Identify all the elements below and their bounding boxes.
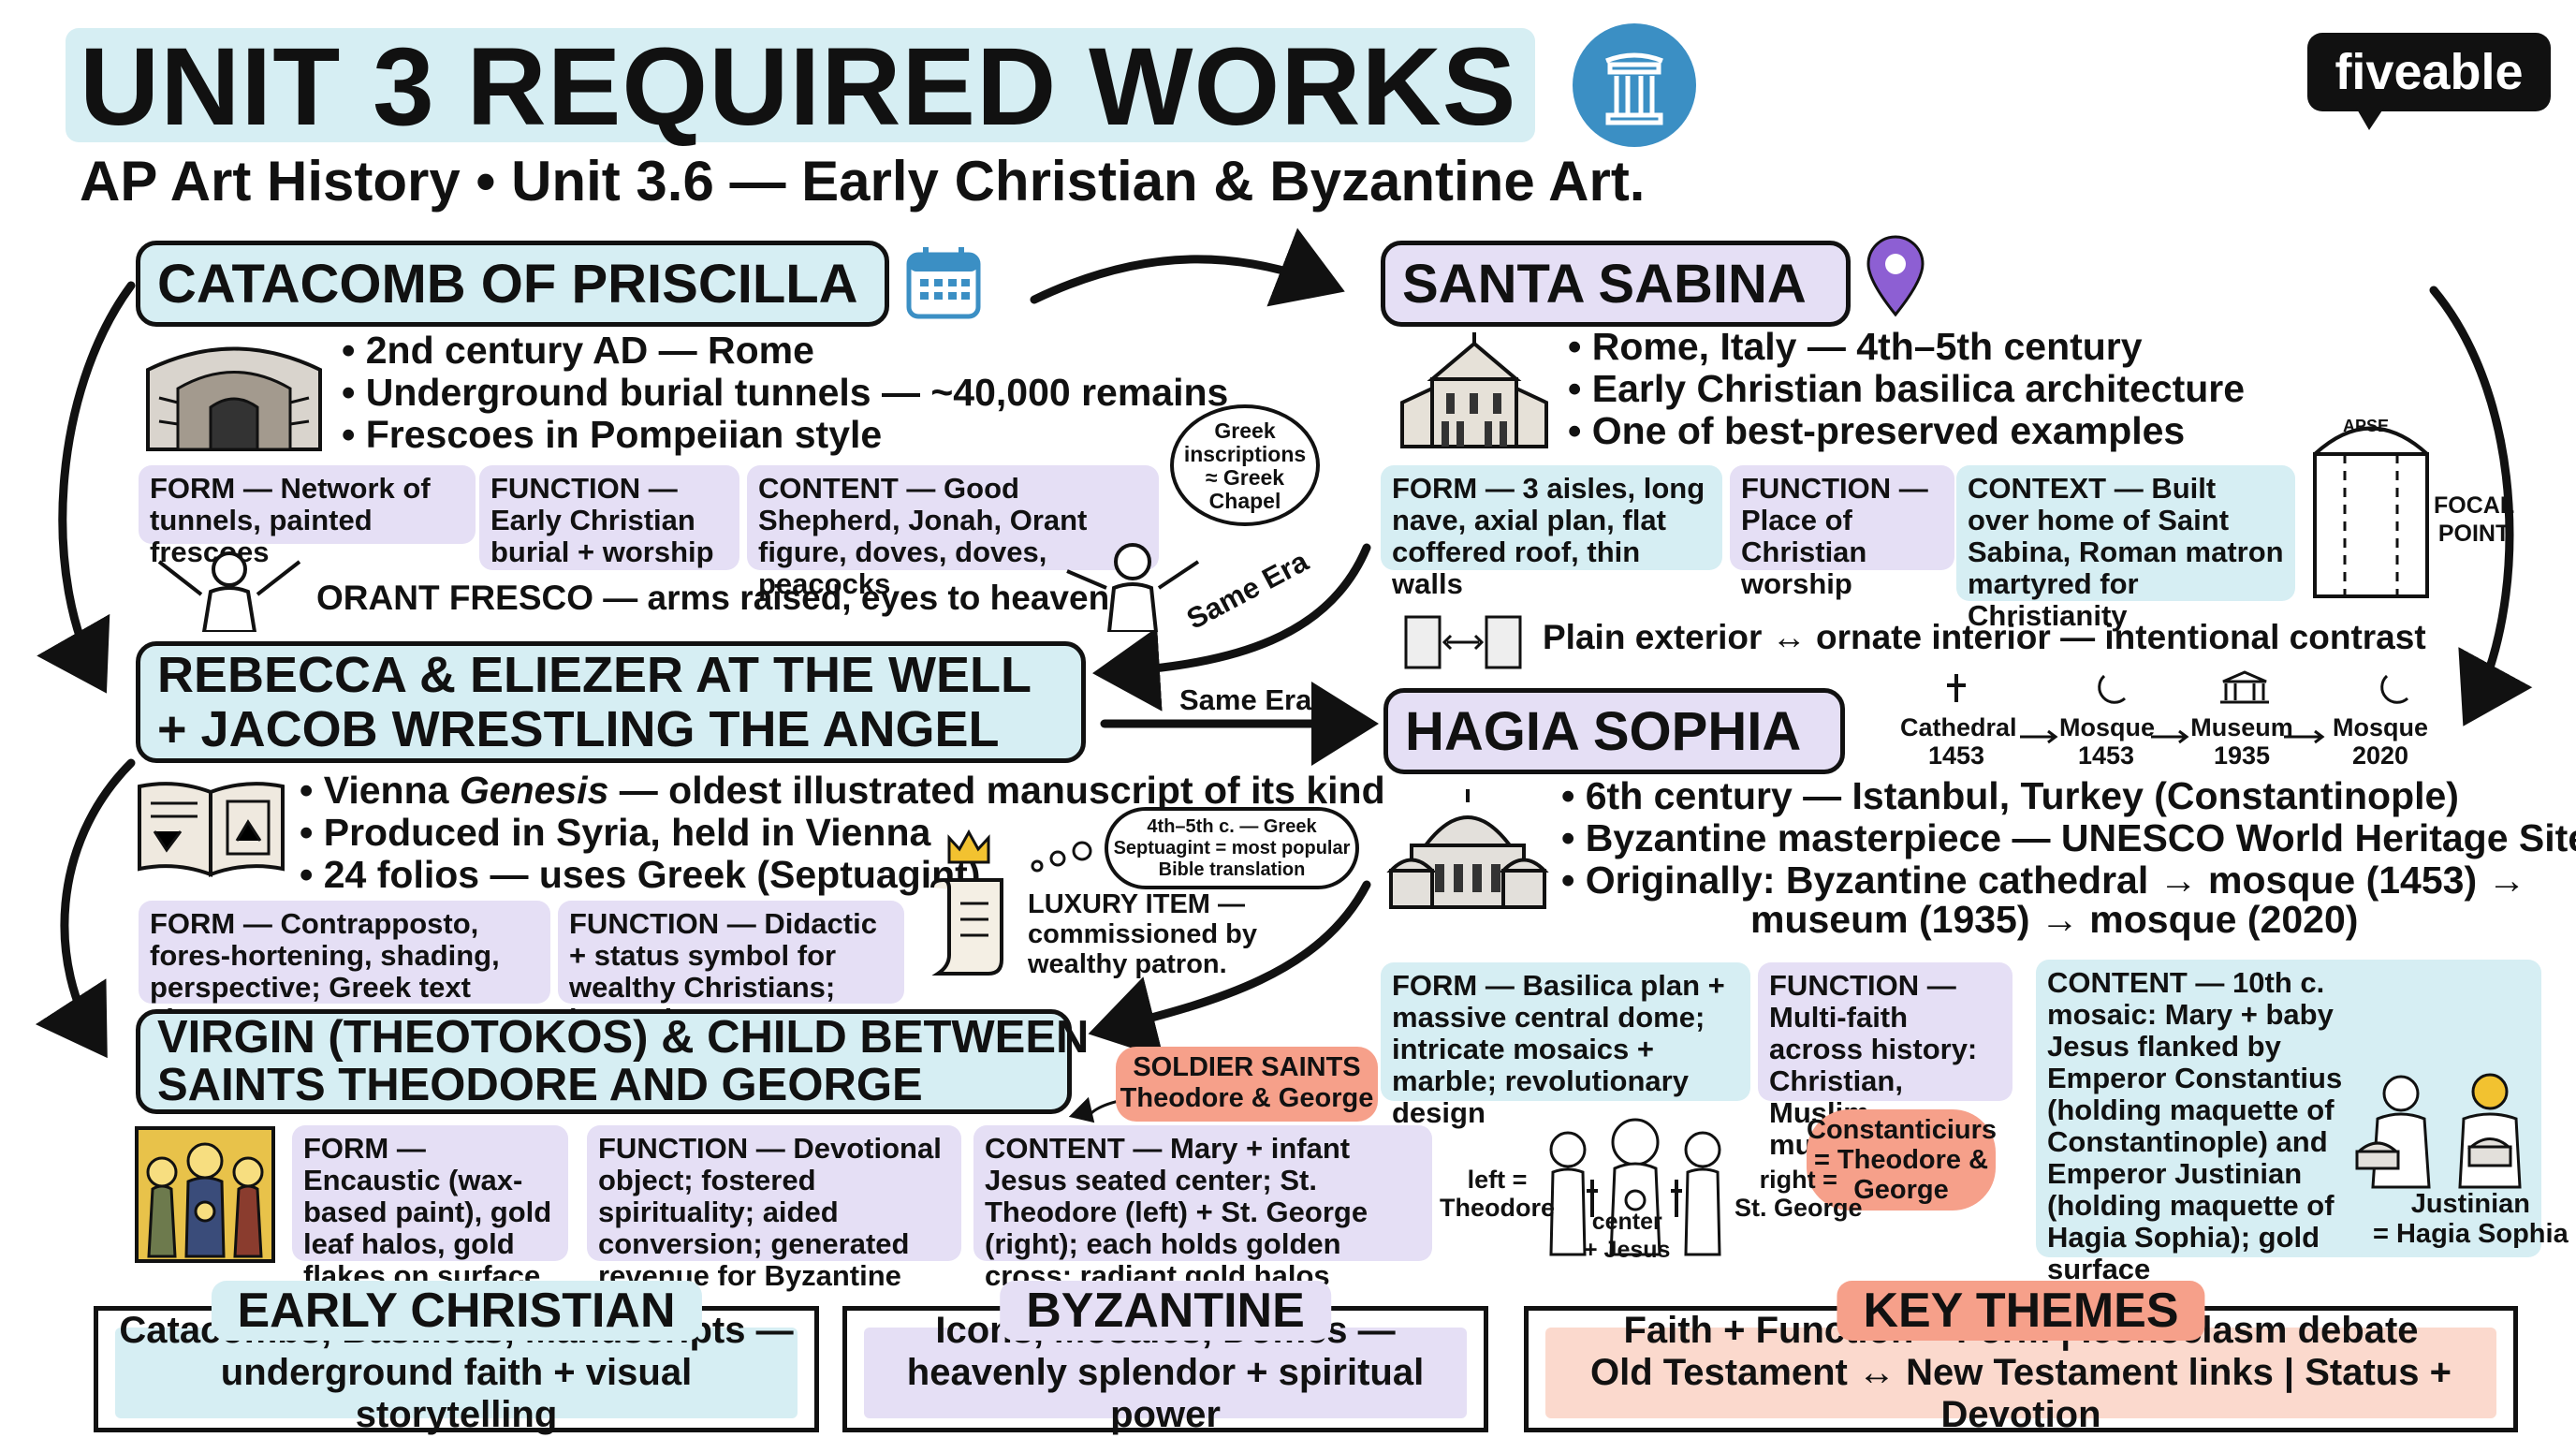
catacomb-bullets: 2nd century AD — Rome Underground burial… bbox=[342, 330, 1229, 456]
crown-icon bbox=[945, 829, 992, 871]
catacomb-form: FORM — Network of tunnels, painted fresc… bbox=[139, 465, 476, 568]
exterior-interior-icon bbox=[1402, 613, 1524, 676]
left-saint-label: left =Theodore bbox=[1440, 1166, 1556, 1222]
arrow-hagia-to-virgin bbox=[1088, 880, 1371, 1059]
column-icon bbox=[1573, 23, 1696, 147]
rebecca-bullets: Vienna Genesis — oldest illustrated manu… bbox=[300, 770, 1385, 896]
santa-sabina-title: SANTA SABINA bbox=[1381, 241, 1851, 327]
virgin-content: CONTENT — Mary + infant Jesus seated cen… bbox=[973, 1125, 1432, 1292]
footer-early-christian: Catacombs, Basilicas, Manuscripts —under… bbox=[94, 1281, 819, 1435]
basilica-illustration bbox=[1395, 323, 1554, 459]
scroll-icon bbox=[927, 871, 1011, 983]
footer-key-themes: Faith + Function + Form | Iconoclasm deb… bbox=[1524, 1281, 2518, 1435]
arrow-rebecca-to-virgin bbox=[35, 758, 136, 1059]
arrow-catacomb-to-sabina bbox=[1030, 227, 1345, 307]
theotokos-icon-painting bbox=[134, 1125, 276, 1269]
hagia-sophia-bullets: 6th century — Istanbul, Turkey (Constant… bbox=[1561, 775, 2576, 902]
logo-text: fiveable bbox=[2334, 44, 2524, 100]
justinian-label: Justinian= Hagia Sophia bbox=[2373, 1189, 2569, 1249]
manuscript-book-icon bbox=[134, 775, 288, 883]
virgin-function: FUNCTION — Devotional object; fostered s… bbox=[587, 1125, 961, 1324]
arrow-sabina-to-hagia bbox=[2429, 286, 2533, 726]
santa-sabina-context: CONTEXT — Built over home of Saint Sabin… bbox=[1956, 465, 2295, 632]
virgin-form: FORM — Encaustic (wax-based paint), gold… bbox=[292, 1125, 568, 1292]
orant-figure-left-icon bbox=[150, 543, 309, 637]
santa-sabina-form: FORM — 3 aisles, long nave, axial plan, … bbox=[1381, 465, 1722, 600]
thought-bubble-dots bbox=[1028, 838, 1103, 880]
key-themes-tag: KEY THEMES bbox=[1837, 1281, 2205, 1341]
santa-sabina-function: FUNCTION — Place of Christian worship bbox=[1730, 465, 1954, 600]
rebecca-function: FUNCTION — Didactic + status symbol for … bbox=[558, 901, 904, 1035]
apse-label: APSE bbox=[2343, 417, 2390, 435]
catacomb-function: FUNCTION — Early Christian burial + wors… bbox=[479, 465, 739, 570]
saints-diagram bbox=[1540, 1114, 1764, 1269]
footer-byzantine: Icons, Mosaics, Domes —heavenly splendor… bbox=[842, 1281, 1488, 1435]
orant-figure-right-icon bbox=[1058, 534, 1208, 637]
hagia-sophia-illustration bbox=[1383, 782, 1552, 917]
rebecca-form: FORM — Contrapposto, fores-hortening, sh… bbox=[139, 901, 550, 1035]
emperor-figures-icon bbox=[2349, 1067, 2537, 1194]
early-christian-tag: EARLY CHRISTIAN bbox=[211, 1281, 702, 1341]
calendar-icon bbox=[903, 242, 984, 327]
byzantine-tag: BYZANTINE bbox=[1000, 1281, 1331, 1341]
catacomb-content: CONTENT — Good Shepherd, Jonah, Orant fi… bbox=[747, 465, 1159, 600]
hagia-sophia-bullet-continuation: museum (1935) → mosque (2020) bbox=[1750, 898, 2359, 941]
page-title: UNIT 3 REQUIRED WORKS bbox=[80, 25, 1517, 149]
virgin-title: VIRGIN (THEOTOKOS) & CHILD BETWEEN SAINT… bbox=[136, 1009, 1089, 1114]
same-era-label-2: Same Era bbox=[1179, 683, 1312, 716]
arrow-sabina-to-rebecca bbox=[1092, 543, 1371, 712]
catacomb-title: CATACOMB OF PRISCILLA bbox=[136, 241, 889, 327]
hagia-sophia-function: FUNCTION — Multi-faith across history: C… bbox=[1758, 962, 2012, 1161]
rebecca-title: REBECCA & ELIEZER AT THE WELL + JACOB WR… bbox=[136, 641, 1086, 763]
orant-fresco-label: ORANT FRESCO — arms raised, eyes to heav… bbox=[316, 579, 1129, 617]
header-title-bg bbox=[66, 28, 1535, 142]
apse-floor-plan: APSE bbox=[2305, 403, 2437, 609]
center-label: center+ Jesus bbox=[1584, 1209, 1671, 1263]
contrast-label: Plain exterior ↔ ornate interior — inten… bbox=[1543, 618, 2426, 656]
right-saint-label: right =St. George bbox=[1734, 1166, 1863, 1222]
arrow-catacomb-to-rebecca bbox=[37, 281, 136, 694]
hagia-sophia-title: HAGIA SOPHIA bbox=[1383, 688, 1845, 774]
catacomb-tunnel-illustration bbox=[140, 332, 328, 459]
hagia-sophia-form: FORM — Basilica plan + massive central d… bbox=[1381, 962, 1750, 1129]
location-pin-icon bbox=[1863, 234, 1928, 323]
hagia-sophia-content: CONTENT — 10th c. mosaic: Mary + baby Je… bbox=[2036, 960, 2541, 1285]
fiveable-logo[interactable]: fiveable bbox=[2307, 33, 2551, 130]
constanticius-note: Constanticiurs= Theodore &George bbox=[1807, 1109, 1997, 1211]
santa-sabina-bullets: Rome, Italy — 4th–5th century Early Chri… bbox=[1568, 326, 2245, 452]
page-subtitle: AP Art History • Unit 3.6 — Early Christ… bbox=[80, 150, 1646, 213]
